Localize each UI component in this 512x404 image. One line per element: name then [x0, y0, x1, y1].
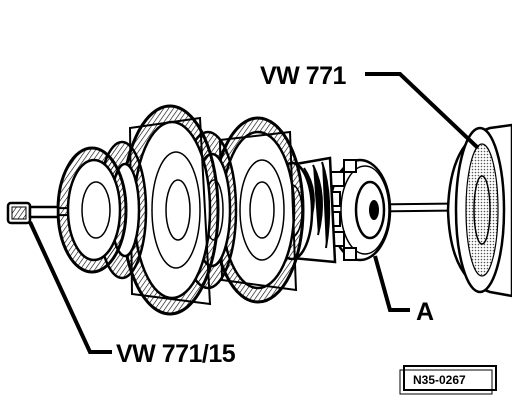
label-vw-771-15: VW 771/15: [116, 340, 236, 368]
gear-3: [211, 116, 305, 304]
figure-reference: N35-0267: [399, 365, 497, 395]
gear-1: [56, 146, 128, 274]
label-vw-771: VW 771: [260, 62, 347, 90]
bearing-a: [325, 158, 392, 262]
adapter-tool: [6, 201, 60, 225]
figure-ref-text: N35-0267: [413, 373, 466, 387]
puller-body: [446, 123, 512, 298]
label-part-a: A: [416, 298, 434, 326]
leader-lines: [28, 72, 480, 354]
gear-2: [120, 104, 220, 316]
